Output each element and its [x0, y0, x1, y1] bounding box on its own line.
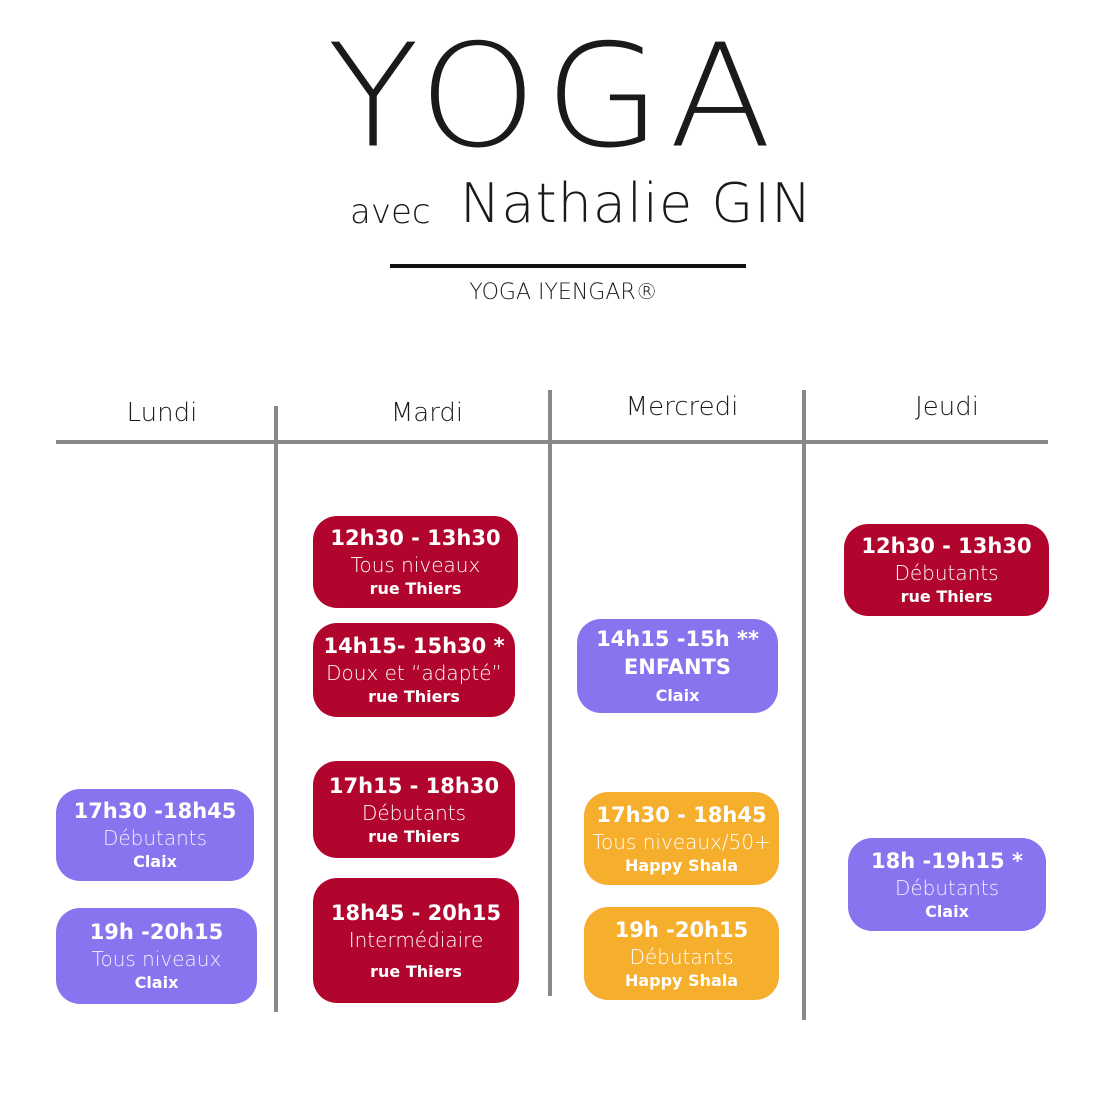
day-header-jeudi: Jeudi [915, 392, 979, 422]
class-level: Débutants [102, 826, 208, 850]
class-level: Tous niveaux [91, 947, 222, 971]
column-divider [802, 390, 806, 1020]
class-card[interactable]: 17h30 -18h45 Débutants Claix [56, 789, 254, 881]
class-level: Intermédiaire [348, 927, 484, 952]
class-level: Débutants [629, 944, 734, 969]
page-subtitle: YOGA IYENGAR® [469, 280, 658, 305]
class-card[interactable]: 12h30 - 13h30 Débutants rue Thiers [844, 524, 1049, 616]
class-level: ENFANTS [623, 655, 732, 679]
page-title: YOGA [327, 14, 780, 180]
class-card[interactable]: 18h45 - 20h15 Intermédiaire rue Thiers [313, 878, 519, 1003]
class-level: Doux et “adapté” [326, 661, 502, 685]
class-time: 19h -20h15 [89, 920, 224, 944]
day-header-mardi: Mardi [390, 398, 464, 428]
class-time: 14h15 -15h ** [596, 627, 759, 651]
header-rule [56, 440, 1048, 444]
class-level: Tous niveaux [350, 553, 481, 577]
column-divider [274, 406, 278, 1012]
class-card[interactable]: 18h -19h15 * Débutants Claix [848, 838, 1046, 931]
class-card[interactable]: 19h -20h15 Tous niveaux Claix [56, 908, 257, 1004]
class-time: 12h30 - 13h30 [861, 534, 1032, 558]
class-card[interactable]: 19h -20h15 Débutants Happy Shala [584, 907, 779, 1000]
class-card[interactable]: 17h30 - 18h45 Tous niveaux/50+ Happy Sha… [584, 792, 779, 885]
teacher-name: Nathalie GIN [460, 172, 813, 235]
class-location: Happy Shala [624, 970, 739, 990]
class-location: rue Thiers [370, 961, 462, 981]
class-location: Happy Shala [624, 855, 739, 875]
column-divider [548, 390, 552, 996]
class-card[interactable]: 14h15- 15h30 * Doux et “adapté” rue Thie… [313, 623, 515, 717]
class-location: rue Thiers [369, 579, 462, 598]
class-card[interactable]: 12h30 - 13h30 Tous niveaux rue Thiers [313, 516, 518, 608]
day-header-mercredi: Mercredi [625, 392, 739, 422]
class-time: 17h15 - 18h30 [328, 773, 500, 798]
class-location: Claix [925, 901, 969, 921]
class-location: rue Thiers [368, 826, 460, 846]
class-level: Débutants [361, 800, 467, 825]
class-level: Débutants [894, 561, 999, 585]
class-card[interactable]: 17h15 - 18h30 Débutants rue Thiers [313, 761, 515, 858]
class-time: 17h30 - 18h45 [596, 802, 767, 827]
class-time: 17h30 -18h45 [73, 799, 237, 823]
class-level: Tous niveaux/50+ [592, 829, 771, 854]
class-location: Claix [134, 973, 179, 992]
class-level: Débutants [894, 875, 1000, 900]
class-time: 18h45 - 20h15 [330, 900, 502, 925]
avec-label: avec [350, 192, 431, 232]
class-card[interactable]: 14h15 -15h ** ENFANTS Claix [577, 619, 778, 713]
header-divider [390, 264, 746, 268]
class-time: 18h -19h15 * [871, 848, 1023, 873]
class-location: rue Thiers [900, 587, 993, 606]
class-time: 12h30 - 13h30 [330, 526, 501, 550]
class-time: 14h15- 15h30 * [323, 634, 505, 658]
class-location: Claix [655, 686, 700, 705]
class-location: rue Thiers [368, 687, 460, 706]
day-header-lundi: Lundi [126, 398, 198, 428]
class-time: 19h -20h15 [614, 917, 749, 942]
class-location: Claix [133, 852, 177, 871]
